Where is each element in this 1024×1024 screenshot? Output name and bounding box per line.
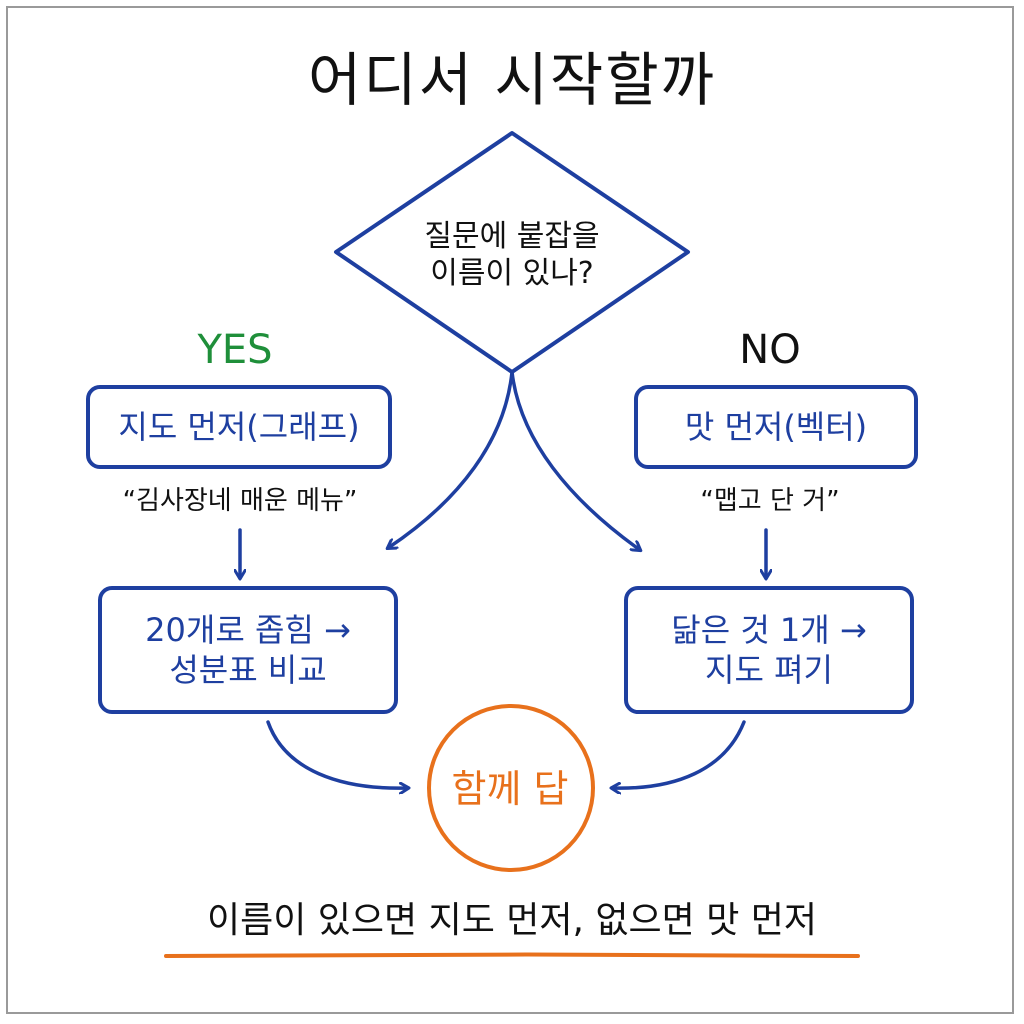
yes-box1-text: 지도 먼저(그래프) [118, 408, 360, 446]
no-box1-shape [634, 385, 918, 469]
yes-box1-shape [86, 385, 392, 469]
no-box2-line-1: 닮은 것 1개 → [671, 611, 867, 649]
diagram-title: 어디서 시작할까 [308, 45, 716, 114]
arrow-yes-to-answer [266, 720, 408, 788]
yes-box2-line-2: 성분표 비교 [169, 651, 327, 689]
no-box1-text: 맛 먼저(벡터) [684, 408, 868, 446]
no-box2-line-2: 지도 펴기 [705, 651, 833, 689]
decision-line-2: 이름이 있나? [430, 256, 594, 291]
decision-text: 질문에 붙잡을 이름이 있나? [380, 200, 644, 310]
canvas-frame [6, 6, 1014, 1014]
footer-caption: 이름이 있으면 지도 먼저, 없으면 맛 먼저 [206, 899, 818, 941]
yes-label: YES [197, 327, 273, 373]
yes-box2-text: 20개로 좁힘 → 성분표 비교 [100, 588, 396, 712]
arrow-to-no [510, 370, 640, 550]
yes-quote: “김사장네 매운 메뉴” [122, 485, 358, 516]
answer-text: 함께 답 [451, 767, 569, 812]
no-box2-text: 닮은 것 1개 → 지도 펴기 [626, 588, 912, 712]
decision-line-1: 질문에 붙잡을 [424, 218, 600, 254]
yes-box2-shape [98, 586, 398, 714]
no-quote: “맵고 단 거” [700, 485, 840, 516]
footer-underline [164, 952, 860, 958]
no-label: NO [739, 327, 801, 373]
arrow-to-yes [388, 370, 514, 548]
no-box2-shape [624, 586, 914, 714]
yes-box2-line-1: 20개로 좁힘 → [145, 611, 351, 649]
answer-circle [427, 704, 595, 872]
arrow-no-to-answer [612, 720, 746, 788]
